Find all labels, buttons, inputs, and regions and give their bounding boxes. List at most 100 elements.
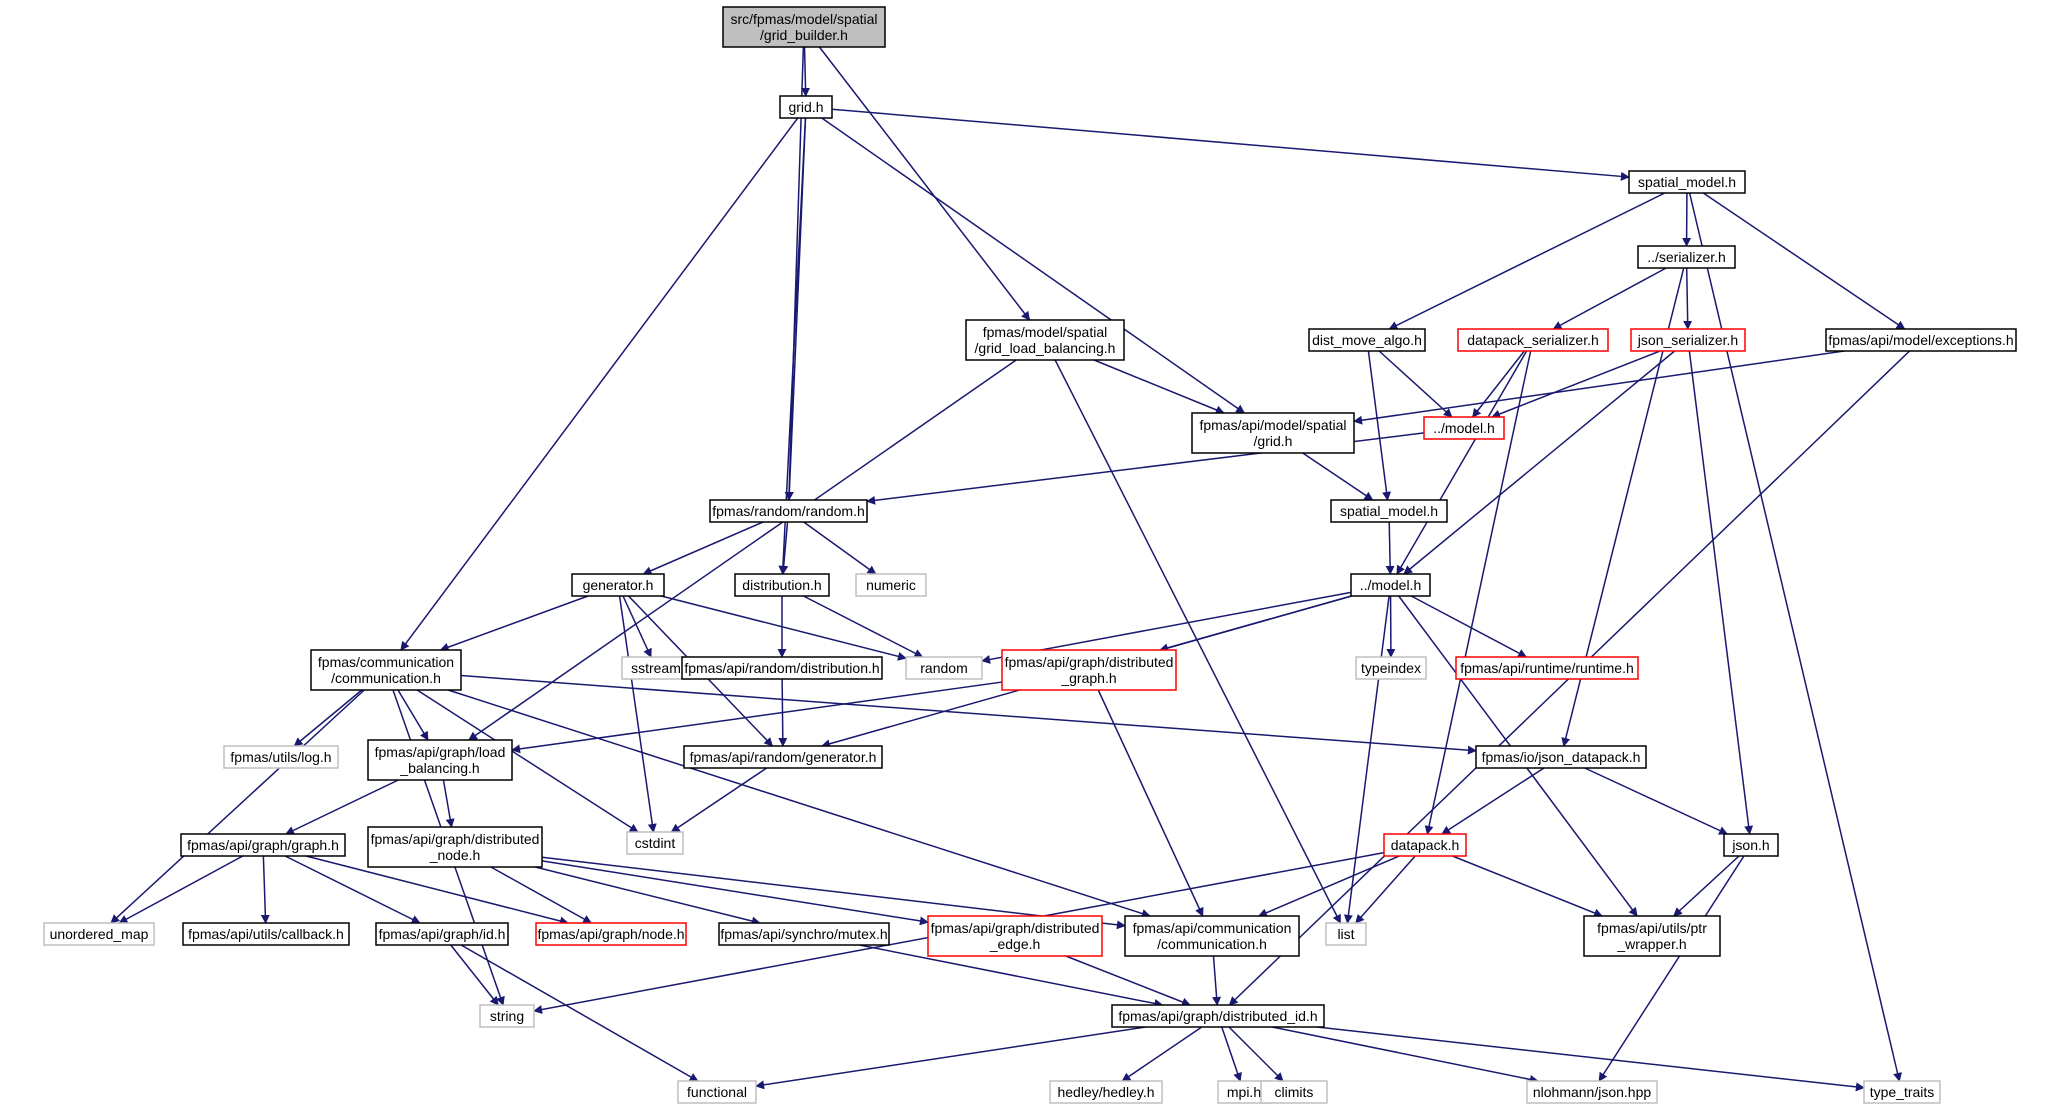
edge-json_serializer_h-to-model_h <box>1403 350 1676 575</box>
edge-generator_h-to-random <box>661 595 907 661</box>
node-label: mpi.h <box>1227 1084 1261 1100</box>
node-label: fpmas/api/graph/id.h <box>379 926 506 942</box>
node-serializer-h[interactable]: ../serializer.h <box>1637 245 1736 269</box>
node-box <box>681 656 883 680</box>
node-box <box>1049 1080 1163 1104</box>
node-label: fpmas/random/random.h <box>712 503 865 519</box>
edge-grid_h-to-spatial_model_h <box>831 108 1630 181</box>
node-box <box>1455 656 1639 680</box>
node-dist-edge-h[interactable]: fpmas/api/graph/distributed_edge.h <box>927 915 1103 957</box>
node-label: json.h <box>1731 837 1769 853</box>
node-model-h[interactable]: ../model.h <box>1350 573 1431 597</box>
edge-load_balancing_h-to-dist_node_h <box>442 779 455 828</box>
node-nlohmann-json-hpp: nlohmann/json.hpp <box>1526 1080 1658 1104</box>
node-box <box>965 319 1125 361</box>
node-model-h-red[interactable]: ../model.h <box>1423 416 1505 440</box>
edge-dist_node_h-to-dist_edge_h <box>541 860 929 926</box>
node-label: _wrapper.h <box>1616 936 1686 952</box>
node-label: fpmas/api/graph/node.h <box>537 926 684 942</box>
node-box <box>734 573 830 597</box>
node-box <box>683 745 883 769</box>
node-spatial-model-h2[interactable]: spatial_model.h <box>1330 499 1448 523</box>
edge-dist_id_h-to-climits <box>1228 1026 1284 1082</box>
node-climits: climits <box>1260 1080 1328 1104</box>
node-json-datapack-h[interactable]: fpmas/io/json_datapack.h <box>1475 745 1647 769</box>
node-box <box>1630 328 1746 352</box>
node-mutex-h[interactable]: fpmas/api/synchro/mutex.h <box>718 922 890 946</box>
node-node-h[interactable]: fpmas/api/graph/node.h <box>535 922 687 946</box>
node-id-h[interactable]: fpmas/api/graph/id.h <box>375 922 509 946</box>
node-mpi-h: mpi.h <box>1217 1080 1271 1104</box>
node-box <box>1628 170 1746 194</box>
edge-comm_h-to-json_datapack_h <box>460 674 1477 755</box>
node-dist-id-h[interactable]: fpmas/api/graph/distributed_id.h <box>1111 1004 1325 1028</box>
node-label: /communication.h <box>1157 936 1267 952</box>
node-runtime-h[interactable]: fpmas/api/runtime/runtime.h <box>1455 656 1639 680</box>
edge-random_h-to-numeric <box>803 521 877 575</box>
node-api-comm-h[interactable]: fpmas/api/communication/communication.h <box>1124 915 1300 957</box>
edge-grid_h-to-random_h <box>784 117 807 501</box>
node-comm-h[interactable]: fpmas/communication/communication.h <box>310 649 462 691</box>
edge-id_h-to-string <box>450 944 499 1006</box>
node-box <box>535 922 687 946</box>
edge-comm_h-to-unordered_map <box>110 689 365 924</box>
edge-datapack_h-to-api_comm_h <box>1257 855 1400 917</box>
node-dist-move-algo-h[interactable]: dist_move_algo.h <box>1308 328 1426 352</box>
node-label: fpmas/api/graph/distributed <box>1005 654 1174 670</box>
node-grid-h[interactable]: grid.h <box>779 95 833 119</box>
node-datapack-serializer-h[interactable]: datapack_serializer.h <box>1457 328 1609 352</box>
node-random-h[interactable]: fpmas/random/random.h <box>709 499 868 523</box>
node-distribution-h[interactable]: distribution.h <box>734 573 830 597</box>
node-root[interactable]: src/fpmas/model/spatial/grid_builder.h <box>722 6 886 48</box>
node-dist-node-h[interactable]: fpmas/api/graph/distributed_node.h <box>367 826 543 868</box>
node-generator-h[interactable]: generator.h <box>571 573 665 597</box>
node-spatial-model-h[interactable]: spatial_model.h <box>1628 170 1746 194</box>
edge-spatial_model_h-to-exceptions_h <box>1702 192 1906 330</box>
node-box <box>1001 649 1177 691</box>
node-box <box>1308 328 1426 352</box>
node-string: string <box>479 1004 535 1028</box>
edge-generator_h-to-sstream <box>622 595 652 658</box>
edge-generator_h-to-cstdint <box>618 595 657 833</box>
node-datapack-h[interactable]: datapack.h <box>1383 833 1467 857</box>
edge-datapack_serializer_h-to-model_h_red <box>1472 350 1525 418</box>
node-api-random-dist-h[interactable]: fpmas/api/random/distribution.h <box>681 656 883 680</box>
edge-json_serializer_h-to-model_h_red <box>1491 350 1661 419</box>
node-exceptions-h[interactable]: fpmas/api/model/exceptions.h <box>1825 328 2017 352</box>
node-json-h[interactable]: json.h <box>1723 833 1779 857</box>
edge-dist_move_algo_h-to-spatial_model_h2 <box>1367 350 1392 501</box>
node-box <box>905 656 983 680</box>
node-label: typeindex <box>1361 660 1421 676</box>
node-box <box>722 6 886 48</box>
edge-spatial_model_h-to-type_traits <box>1688 192 1902 1082</box>
node-box <box>1260 1080 1328 1104</box>
node-label: fpmas/api/graph/distributed <box>931 920 1100 936</box>
edge-grid_lb_h-to-api_grid_h <box>1093 359 1225 415</box>
node-label: fpmas/utils/log.h <box>230 749 331 765</box>
node-api-generator-h[interactable]: fpmas/api/random/generator.h <box>683 745 883 769</box>
node-label: fpmas/api/synchro/mutex.h <box>720 926 887 942</box>
node-callback-h[interactable]: fpmas/api/utils/callback.h <box>182 922 350 946</box>
edge-dist_edge_h-to-dist_id_h <box>1065 955 1191 1007</box>
edge-api_grid_h-to-spatial_model_h2 <box>1302 452 1374 501</box>
node-label: list <box>1337 926 1354 942</box>
edge-datapack_serializer_h-to-datapack_h <box>1424 350 1532 835</box>
edge-api_generator_h-to-cstdint <box>670 767 768 833</box>
node-box <box>223 745 339 769</box>
node-label: type_traits <box>1870 1084 1935 1100</box>
node-grid-lb-h[interactable]: fpmas/model/spatial/grid_load_balancing.… <box>965 319 1125 361</box>
node-json-serializer-h[interactable]: json_serializer.h <box>1630 328 1746 352</box>
node-ptr-wrapper-h[interactable]: fpmas/api/utils/ptr_wrapper.h <box>1583 915 1721 957</box>
edge-graph_h-to-node_h <box>305 855 569 926</box>
node-load-balancing-h[interactable]: fpmas/api/graph/load_balancing.h <box>367 739 513 781</box>
node-label: fpmas/api/utils/ptr <box>1597 920 1707 936</box>
node-label: grid.h <box>788 99 823 115</box>
node-label: numeric <box>866 577 916 593</box>
edge-serializer_h-to-datapack_serializer_h <box>1552 267 1667 330</box>
edge-grid_lb_h-to-load_balancing_h <box>468 359 1017 741</box>
node-api-grid-h[interactable]: fpmas/api/model/spatial/grid.h <box>1191 412 1355 454</box>
edge-api_comm_h-to-dist_id_h <box>1212 955 1222 1006</box>
node-graph-h[interactable]: fpmas/api/graph/graph.h <box>180 833 346 857</box>
node-api-dist-graph-h[interactable]: fpmas/api/graph/distributed_graph.h <box>1001 649 1177 691</box>
edge-datapack_h-to-list <box>1355 855 1416 924</box>
